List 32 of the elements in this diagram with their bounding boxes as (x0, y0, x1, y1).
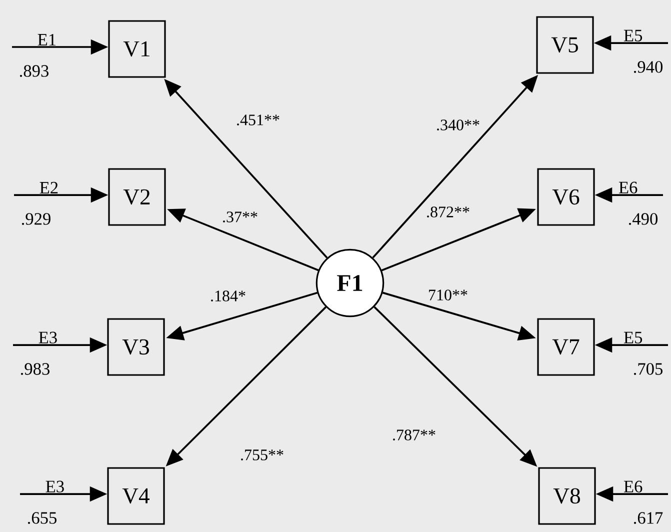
edge-label: 710** (426, 288, 470, 302)
edge-label: .184* (208, 289, 248, 303)
variable-box: V8 (538, 467, 596, 525)
error-label: E5 (624, 30, 642, 42)
variable-box: V6 (537, 168, 595, 226)
variable-box: V4 (107, 467, 165, 525)
variable-box: V3 (107, 318, 165, 376)
error-variance: .490 (629, 213, 658, 225)
error-variance: .893 (20, 65, 48, 77)
error-label: E2 (40, 182, 58, 194)
error-variance: .655 (28, 512, 56, 524)
variable-box: V7 (537, 318, 595, 376)
variable-box: V2 (108, 168, 166, 226)
error-label: E3 (46, 480, 64, 492)
edge-label: .872** (424, 205, 472, 219)
edge-label: .787** (390, 428, 438, 442)
variable-box: V1 (108, 20, 166, 78)
edge-label: .37** (220, 210, 260, 224)
error-label: E3 (38, 332, 57, 344)
edge-label: .340** (434, 118, 482, 132)
error-label: E6 (618, 182, 638, 194)
error-label: E1 (38, 34, 56, 46)
error-label: E5 (624, 332, 642, 344)
edge-label: .451** (234, 113, 282, 127)
variable-box: V5 (536, 16, 594, 74)
edge-label: .755** (238, 448, 286, 462)
error-label: E6 (624, 480, 642, 492)
error-variance: .983 (20, 363, 50, 375)
error-variance: .617 (634, 512, 663, 524)
error-variance: .705 (634, 363, 662, 375)
error-variance: .940 (634, 61, 663, 73)
error-variance: .929 (22, 213, 50, 225)
